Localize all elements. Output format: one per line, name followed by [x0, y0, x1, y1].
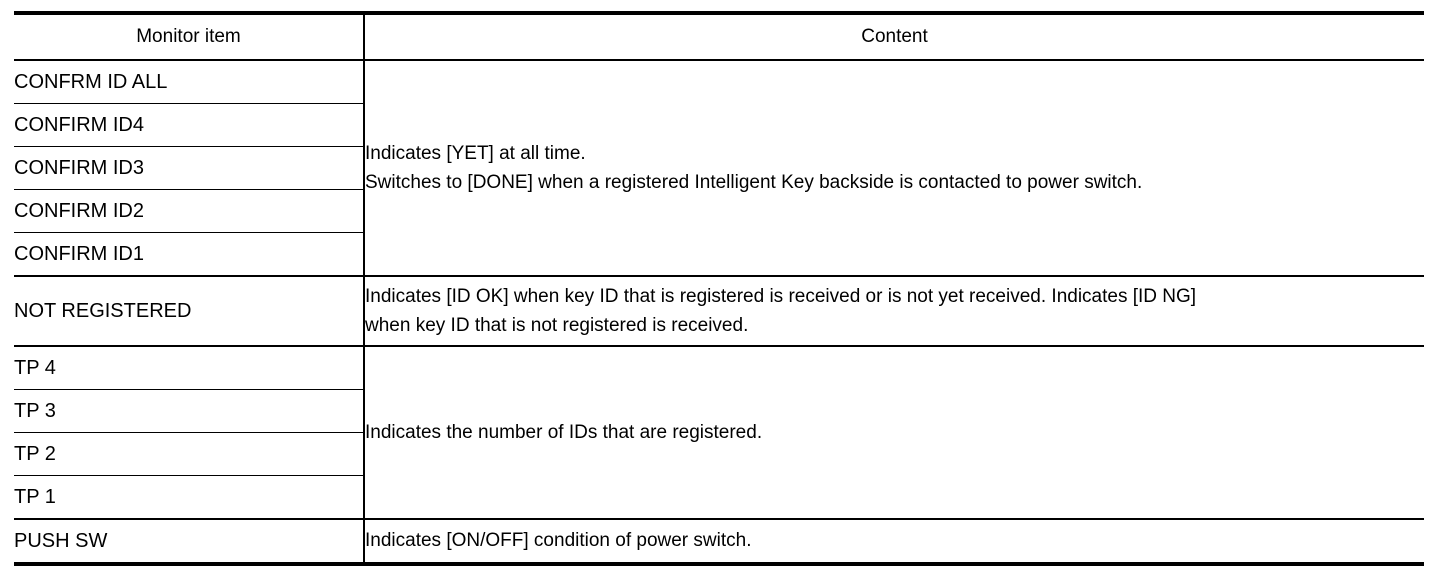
table-row: NOT REGISTERED Indicates [ID OK] when ke… — [14, 276, 1424, 347]
content-line: Indicates [ID OK] when key ID that is re… — [365, 285, 1197, 307]
table-row: CONFIRM ID1 — [14, 232, 1424, 277]
content-line: Indicates [YET] at all time. — [365, 142, 586, 164]
content-line: Switches to [DONE] when a registered Int… — [365, 172, 1143, 193]
monitor-item-label: TP 2 — [14, 432, 365, 476]
monitor-item-label: NOT REGISTERED — [14, 276, 365, 347]
content-cell-confirm-id: Indicates [YET] at all time. Switches to… — [364, 60, 1424, 277]
table-header-row: Monitor item Content — [14, 11, 1424, 61]
content-cell-tp: Indicates the number of IDs that are reg… — [364, 346, 1424, 520]
table-row: TP 3 — [14, 389, 1424, 433]
table-row: TP 2 — [14, 432, 1424, 476]
table-row: PUSH SW Indicates [ON/OFF] condition of … — [14, 519, 1424, 566]
content-cell-push-sw: Indicates [ON/OFF] condition of power sw… — [364, 519, 1424, 566]
table-row: CONFIRM ID3 — [14, 146, 1424, 190]
monitor-item-label: TP 1 — [14, 475, 365, 520]
monitor-item-label: CONFRM ID ALL — [14, 60, 365, 104]
content-line: when key ID that is not registered is re… — [365, 315, 749, 336]
table-row: CONFRM ID ALL Indicates [YET] at all tim… — [14, 60, 1424, 277]
monitor-item-table: Monitor item Content CONFRM ID ALL Indic… — [14, 11, 1424, 566]
monitor-item-label: TP 4 — [14, 346, 365, 390]
monitor-item-label: CONFIRM ID2 — [14, 189, 365, 233]
monitor-item-label: PUSH SW — [14, 519, 365, 566]
content-line: Indicates [ON/OFF] condition of power sw… — [365, 530, 752, 552]
content-line: Indicates the number of IDs that are reg… — [365, 421, 763, 443]
content-cell-not-registered: Indicates [ID OK] when key ID that is re… — [364, 276, 1424, 347]
table-row: CONFIRM ID4 — [14, 103, 1424, 147]
column-header-content: Content — [364, 11, 1424, 61]
table-row: TP 1 — [14, 475, 1424, 520]
table-row: CONFIRM ID2 — [14, 189, 1424, 233]
monitor-item-label: TP 3 — [14, 389, 365, 433]
column-header-monitor-item: Monitor item — [14, 11, 365, 61]
table-header: Monitor item Content — [14, 11, 1424, 61]
table-row: TP 4 Indicates the number of IDs that ar… — [14, 346, 1424, 520]
monitor-item-label: CONFIRM ID4 — [14, 103, 365, 147]
monitor-item-label: CONFIRM ID3 — [14, 146, 365, 190]
monitor-item-label: CONFIRM ID1 — [14, 232, 365, 277]
table-body: CONFRM ID ALL Indicates [YET] at all tim… — [14, 60, 1424, 566]
